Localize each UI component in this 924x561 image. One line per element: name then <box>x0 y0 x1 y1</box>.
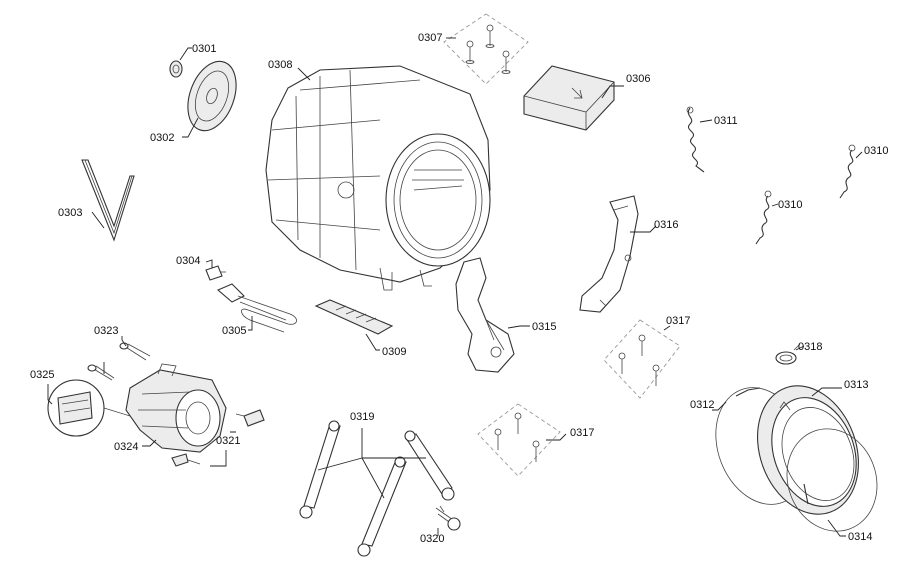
label-0310-b: 0310 <box>778 199 802 211</box>
part-0311-spring <box>686 106 713 173</box>
part-labels: 0301 0302 0303 0304 0305 0306 0307 0308 … <box>30 32 888 545</box>
part-0305-heater <box>216 283 297 333</box>
label-0319: 0319 <box>350 411 374 423</box>
label-0304: 0304 <box>176 255 200 267</box>
part-0301-bushing <box>169 47 192 78</box>
label-0312: 0312 <box>690 399 714 411</box>
label-0308: 0308 <box>268 59 292 71</box>
label-0302: 0302 <box>150 132 174 144</box>
label-0324: 0324 <box>114 441 138 453</box>
part-0310-spring-a <box>839 144 863 199</box>
part-0303-belt <box>81 159 135 242</box>
label-0317-upper: 0317 <box>666 315 690 327</box>
part-0317-screw-kit-upper <box>603 319 681 399</box>
part-0320-screw <box>435 505 461 536</box>
label-0320: 0320 <box>420 533 444 545</box>
label-0305: 0305 <box>222 325 246 337</box>
part-0307-screw-kit <box>443 13 529 85</box>
part-0310-spring-b <box>755 190 779 245</box>
label-0303: 0303 <box>58 207 82 219</box>
part-0325-brush-detail <box>47 379 131 437</box>
part-0306-counterweight <box>523 65 624 131</box>
part-0324-motor <box>125 363 227 453</box>
label-0315: 0315 <box>532 321 556 333</box>
part-0302-pulley <box>182 60 237 138</box>
part-0317-screw-kit-lower <box>477 403 567 477</box>
label-0311: 0311 <box>714 115 738 127</box>
label-0309: 0309 <box>382 346 406 358</box>
part-0318-clamp <box>775 343 805 365</box>
label-0318: 0318 <box>798 341 822 353</box>
label-0310-a: 0310 <box>864 145 888 157</box>
label-0301: 0301 <box>192 43 216 55</box>
label-0313: 0313 <box>844 379 868 391</box>
label-0314: 0314 <box>848 531 872 543</box>
part-0323-screws <box>87 336 151 381</box>
part-0316-bracket <box>579 195 657 313</box>
part-0304-sensor <box>205 259 226 281</box>
part-0309-grille <box>314 299 394 351</box>
label-0307: 0307 <box>418 32 442 44</box>
label-0316: 0316 <box>654 219 678 231</box>
part-0313-door-ring <box>757 385 859 515</box>
label-0317-lower: 0317 <box>570 427 594 439</box>
part-0321-clips <box>171 409 265 467</box>
label-0323: 0323 <box>94 325 118 337</box>
label-0325: 0325 <box>30 369 54 381</box>
part-0319-shock-absorbers <box>299 420 455 557</box>
part-0315-bracket <box>455 257 530 373</box>
label-0306: 0306 <box>626 73 650 85</box>
part-0308-drum-tub <box>265 65 491 291</box>
label-0321: 0321 <box>216 435 240 447</box>
part-0314-clamp-ring <box>786 428 878 537</box>
